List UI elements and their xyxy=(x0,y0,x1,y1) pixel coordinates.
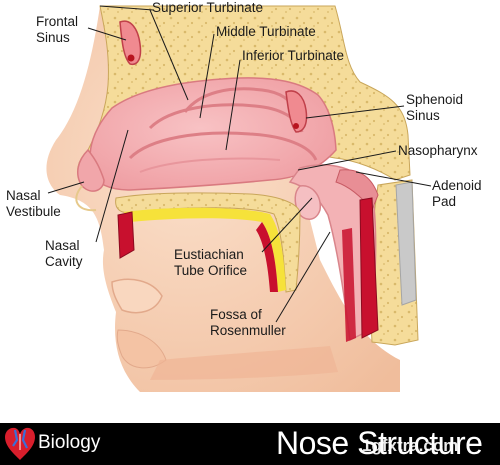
label-superior-turbinate: Superior Turbinate xyxy=(152,0,264,15)
pharyngeal-muscle xyxy=(359,197,379,339)
anatomy-illustration xyxy=(46,5,432,392)
label-adenoid-pad: Adenoid Pad xyxy=(432,178,482,209)
leader-lines xyxy=(47,5,432,323)
footer-category: Biology xyxy=(38,432,101,453)
lower-lip xyxy=(116,329,167,369)
heart-icon xyxy=(5,427,35,460)
footer-title: Nose Structure xyxy=(276,425,483,461)
inferior-turbinate-shape xyxy=(128,131,318,161)
label-nasal-vestibule: Nasal Vestibule xyxy=(6,188,61,219)
label-nasopharynx: Nasopharynx xyxy=(398,143,478,158)
palate-muscle xyxy=(117,211,135,259)
label-fossa-of-rosenmuller: Fossa of Rosenmuller xyxy=(210,307,286,338)
upper-lip xyxy=(111,278,163,314)
label-eustachian-tube-orifice: Eustiachian Tube Orifice xyxy=(174,247,248,278)
palate-fat xyxy=(124,207,286,292)
label-sphenoid-sinus: Sphenoid Sinus xyxy=(406,92,464,123)
footer-watermark: 1gfxtra.com xyxy=(362,436,459,455)
sphenoid-sinus-shape xyxy=(285,90,308,133)
label-frontal-sinus: Frontal Sinus xyxy=(36,14,79,45)
footer-bar: Biology Nose Structure 1gfxtra.com xyxy=(0,423,500,465)
label-inferior-turbinate: Inferior Turbinate xyxy=(242,48,345,63)
label-nasal-cavity: Nasal Cavity xyxy=(45,238,83,269)
nasal-vestibule-shape xyxy=(76,148,105,192)
label-middle-turbinate: Middle Turbinate xyxy=(216,24,316,39)
spine-grey xyxy=(395,181,417,306)
frontal-sinus-shape xyxy=(119,20,142,66)
